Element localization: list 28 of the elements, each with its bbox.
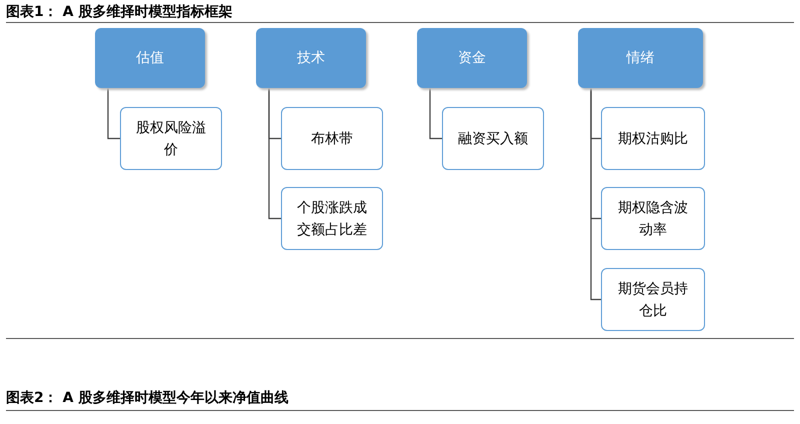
node-text: 融资买入额 bbox=[458, 130, 528, 148]
node-text: 估值 bbox=[136, 49, 164, 68]
category-box bbox=[95, 28, 205, 88]
indicator-box bbox=[601, 268, 705, 331]
node-text: 期权沽购比 bbox=[618, 130, 688, 148]
indicator-box bbox=[442, 107, 544, 170]
connector-line bbox=[429, 88, 442, 140]
node-text: 技术 bbox=[297, 49, 325, 68]
connector-line bbox=[268, 88, 281, 220]
indicator-box bbox=[120, 107, 222, 170]
node-text: 情绪 bbox=[626, 49, 654, 68]
node-text: 资金 bbox=[458, 49, 486, 68]
category-box bbox=[578, 28, 703, 88]
node-text: 个股涨跌成交额占比差 bbox=[296, 198, 368, 240]
indicator-box bbox=[281, 107, 383, 170]
node-text: 期权隐含波动率 bbox=[617, 198, 689, 240]
figure-title: 图表2： A 股多维择时模型今年以来净值曲线 bbox=[6, 389, 288, 407]
connector-line bbox=[107, 88, 120, 140]
indicator-box bbox=[601, 187, 705, 250]
category-box bbox=[256, 28, 366, 88]
node-text: 布林带 bbox=[311, 130, 353, 148]
node-text: 股权风险溢价 bbox=[135, 118, 207, 160]
figure-title: 图表1： A 股多维择时模型指标框架 bbox=[6, 3, 232, 21]
node-text: 期货会员持仓比 bbox=[617, 280, 689, 320]
connector-line bbox=[590, 88, 601, 300]
category-box bbox=[417, 28, 527, 88]
indicator-box bbox=[601, 107, 705, 170]
indicator-box bbox=[281, 187, 383, 250]
